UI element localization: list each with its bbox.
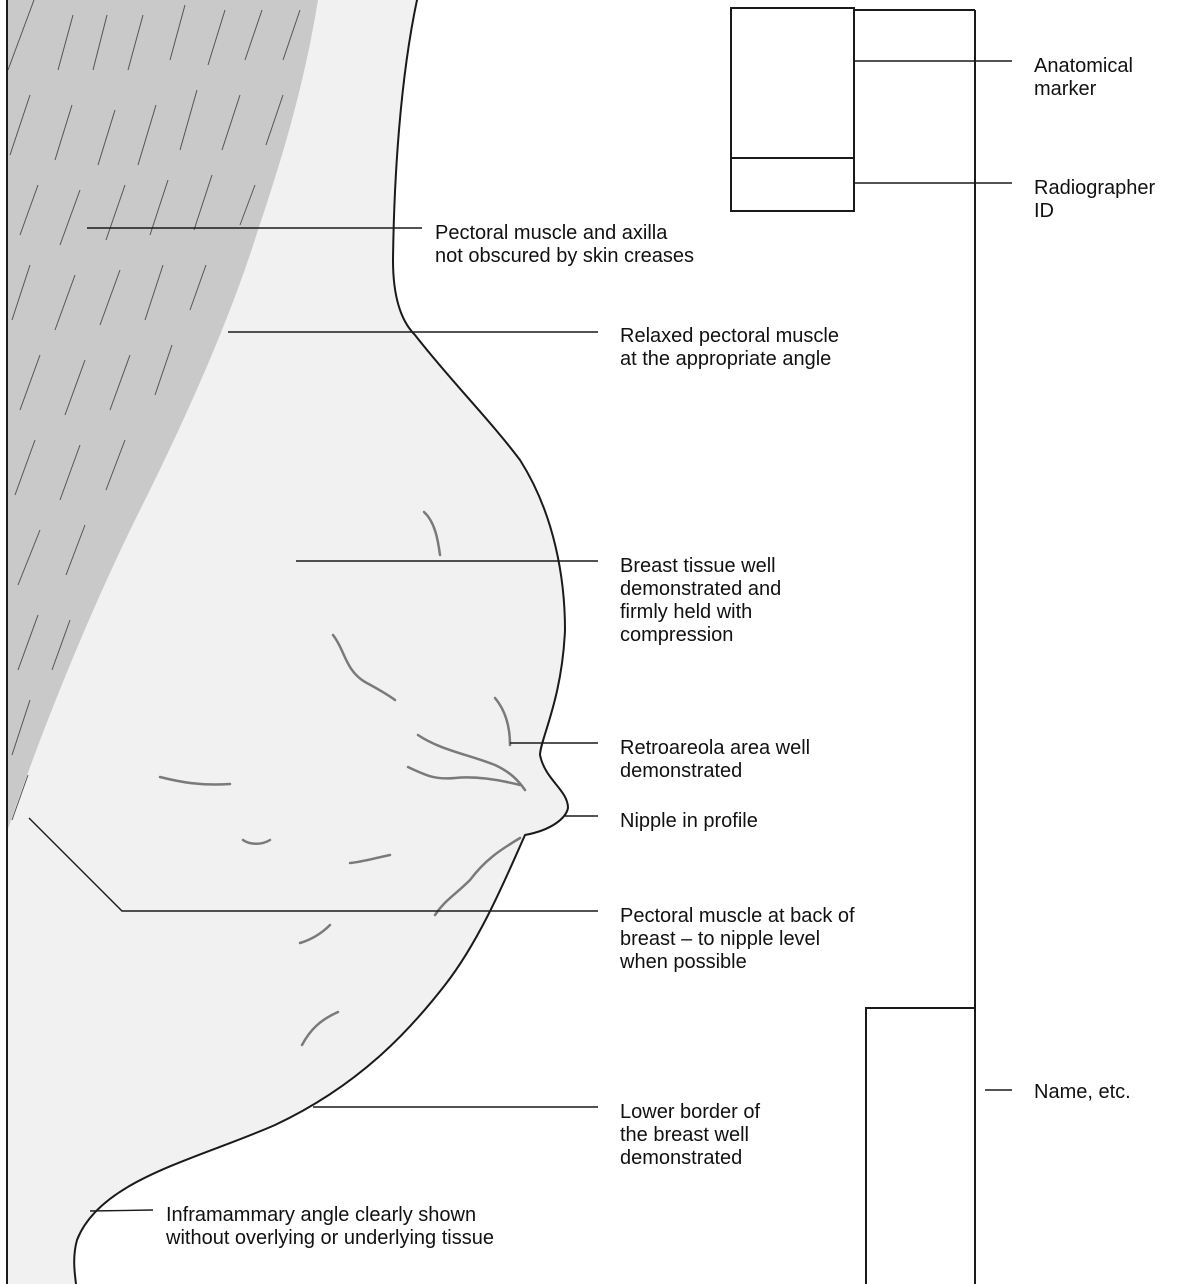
label-name-etc: Name, etc.	[1034, 1081, 1131, 1104]
name-box	[866, 1008, 975, 1284]
anatomical-marker-box	[731, 8, 854, 158]
leader-inframammary	[90, 1210, 153, 1211]
label-nipple: Nipple in profile	[620, 810, 758, 833]
radiographer-id-box	[731, 158, 854, 211]
